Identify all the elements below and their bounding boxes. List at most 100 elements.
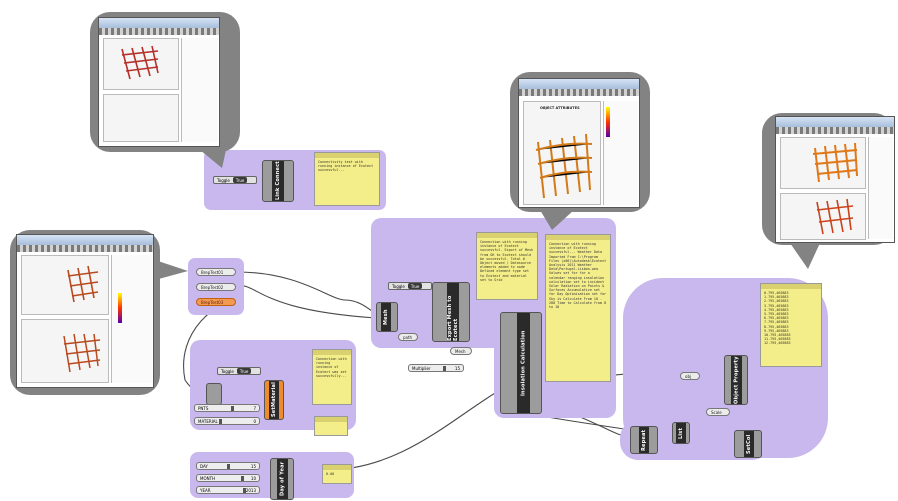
value-row: 1.795,465883: [764, 295, 789, 300]
slider-value: 15: [250, 464, 256, 469]
toggle-value: True: [232, 177, 248, 183]
value-row: 4.795,465883: [764, 307, 789, 312]
param-label: BrepTest01: [201, 270, 224, 275]
slider-value: 0: [253, 419, 256, 424]
component-link-connect[interactable]: Link Connect: [262, 160, 294, 202]
slider-month[interactable]: MONTH 10: [196, 474, 260, 482]
param-label: obj: [685, 374, 692, 379]
value-row: 3.795,465883: [764, 303, 789, 308]
panel-text: 0.00: [326, 472, 335, 476]
brep-param-2[interactable]: BrepTest02: [196, 283, 236, 291]
component-export-mesh[interactable]: Export Mesh to Ecotect: [432, 282, 470, 342]
rhino-screenshot-4: [775, 116, 895, 243]
panel-date-value[interactable]: 0.00: [322, 464, 352, 484]
param-obj[interactable]: obj: [680, 372, 700, 380]
panel-material-out[interactable]: [314, 416, 348, 436]
panel-insolation-status[interactable]: Connection with running instance of Ecot…: [545, 234, 611, 382]
toggle-label: Toggle: [221, 369, 234, 374]
slider-value: 2013: [245, 488, 256, 493]
component-mesh[interactable]: Mesh: [376, 302, 398, 332]
facade-model: [121, 45, 159, 80]
panel-text: Connection with running instance of Ecot…: [480, 240, 536, 282]
rhino-screenshot-3: OBJECT ATTRIBUTES: [518, 78, 640, 208]
component-label: Insolation Calculation: [517, 313, 530, 413]
slider-label: DAY: [200, 464, 208, 469]
bubble-pointer: [200, 150, 226, 168]
value-row: 0.795,465883: [764, 291, 789, 295]
component-repeat[interactable]: Repeat: [630, 426, 658, 454]
component-label: Export Mesh to Ecotect: [447, 283, 459, 341]
slider-value: 7: [253, 406, 256, 411]
component-label: Repeat: [639, 427, 649, 453]
param-scale[interactable]: Scale: [706, 408, 730, 416]
slider-material[interactable]: MATERIAL 0: [194, 417, 260, 425]
slider-day[interactable]: DAY 15: [196, 462, 260, 470]
facade-model: [67, 265, 99, 303]
slider-label: MONTH: [200, 476, 216, 481]
component-object-property[interactable]: Object Property: [724, 355, 748, 405]
value-row: 6.795,465883: [764, 316, 789, 321]
param-label: Scale: [711, 410, 722, 415]
facade-model: [816, 198, 854, 235]
panel-material-status[interactable]: Connection with running instance of Ecot…: [312, 349, 352, 405]
component-list-item[interactable]: List: [672, 422, 690, 444]
value-row: 11.795,465883: [764, 337, 791, 342]
component-mesh-small[interactable]: [206, 383, 222, 405]
toggle-value: True: [236, 368, 252, 374]
brep-param-1[interactable]: BrepTest01: [196, 268, 236, 276]
toggle-value: True: [407, 283, 423, 289]
param-label: Mesh: [455, 349, 466, 354]
value-row: 12.795,465883: [764, 341, 791, 346]
component-label: Day of Year: [277, 459, 288, 499]
component-label: Object Property: [731, 356, 742, 404]
slider-label: YEAR: [200, 488, 211, 493]
value-row: 9.795,465883: [764, 328, 789, 333]
component-set-material[interactable]: SetMaterial: [264, 380, 284, 420]
brep-param-3[interactable]: BrepTest03: [196, 298, 236, 306]
component-label: SetMaterial: [269, 381, 279, 419]
slider-pnts[interactable]: PNTS 7: [194, 404, 260, 412]
panel-text: Connection with running instance of Ecot…: [549, 242, 609, 310]
panel-export-status[interactable]: Connection with running instance of Ecot…: [476, 232, 538, 300]
toggle-label: Toggle: [217, 178, 230, 183]
toggle-label: Toggle: [392, 284, 405, 289]
value-row: 8.795,465883: [764, 324, 789, 329]
slider-label: MATERIAL: [198, 419, 218, 424]
param-path[interactable]: path: [398, 333, 418, 341]
panel-text: Connection with running instance of Ecot…: [316, 357, 349, 378]
param-mesh[interactable]: Mesh: [450, 347, 472, 355]
slider-year[interactable]: YEAR 2013: [196, 486, 260, 494]
slider-value: 10: [250, 476, 256, 481]
bubble-pointer: [155, 260, 188, 280]
slider-value: 15: [454, 366, 460, 371]
rhino-screenshot-2: [16, 234, 154, 388]
panel-text: Connectivity test with running instance …: [318, 160, 376, 173]
bubble-pointer: [540, 210, 574, 230]
panel-link-status[interactable]: Connectivity test with running instance …: [314, 152, 380, 206]
bubble-pointer: [790, 243, 820, 269]
value-row: 7.795,465883: [764, 320, 789, 325]
facade-model: [812, 142, 858, 183]
component-insolation[interactable]: Insolation Calculation: [500, 312, 542, 414]
facade-model: [535, 133, 593, 199]
value-row: 2.795,465883: [764, 299, 789, 304]
slider-label: PNTS: [198, 406, 209, 411]
param-label: path: [403, 335, 413, 340]
value-row: 10.795,465883: [764, 333, 791, 338]
component-day-of-year[interactable]: Day of Year: [270, 458, 294, 500]
wire: [236, 271, 377, 315]
component-set-color[interactable]: SetCol: [734, 430, 762, 458]
param-label: BrepTest03: [201, 300, 224, 305]
color-legend: [118, 293, 122, 323]
facade-model: [63, 333, 101, 373]
rhino-screenshot-1: [98, 17, 220, 147]
value-row: 5.795,465883: [764, 312, 789, 317]
param-label: BrepTest02: [201, 285, 224, 290]
wire: [236, 284, 377, 319]
